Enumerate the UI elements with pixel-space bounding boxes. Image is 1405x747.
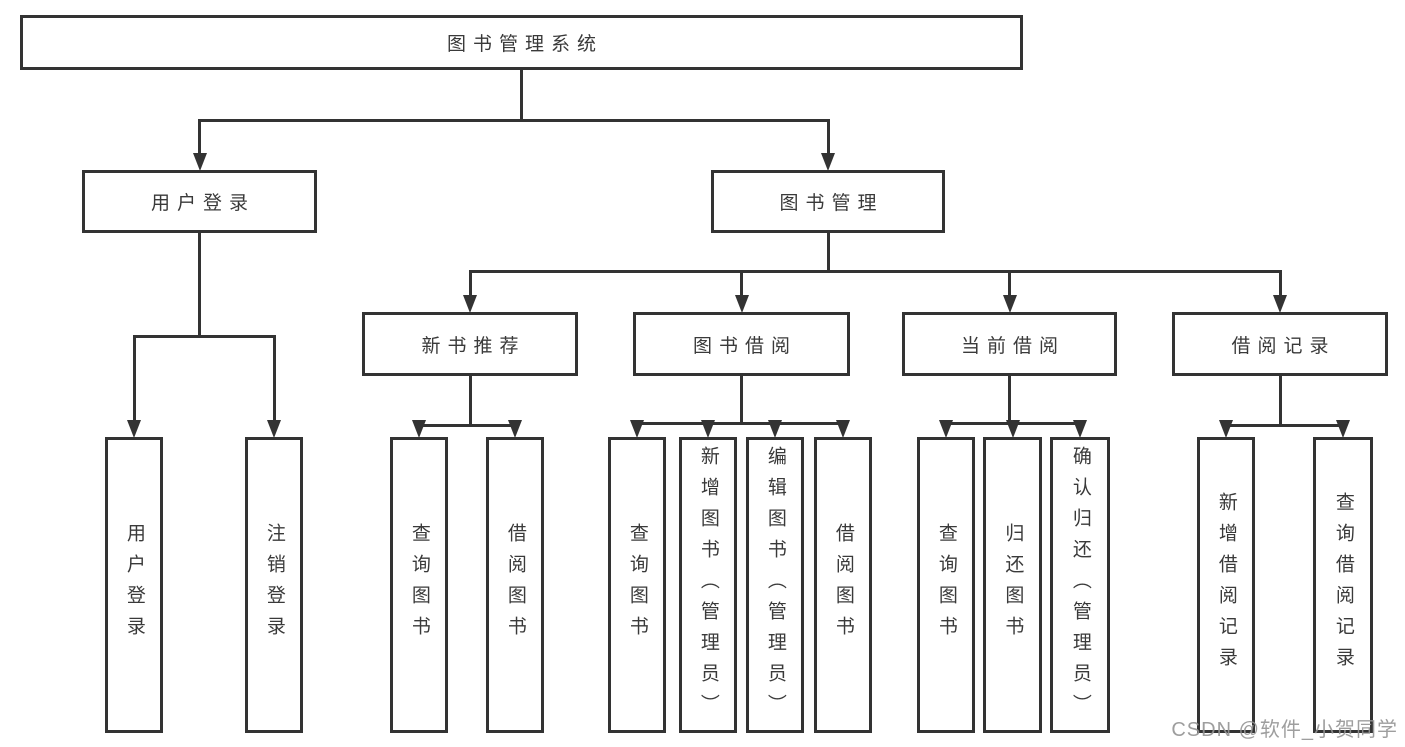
node-label-root: 图书管理系统 [446, 34, 603, 55]
node-label-new-book-rec: 新书推荐 [421, 335, 526, 357]
connector-stub-book-borrow [740, 375, 743, 425]
arrowhead-down-icon [630, 420, 644, 438]
diagram-node-cb-confirm: 确认归还（管理员） [1050, 437, 1110, 733]
node-label-cb-confirm: 确认归还（管理员） [1069, 445, 1091, 725]
node-label-cb-return: 归还图书 [1002, 523, 1024, 647]
node-label-book-mgmt: 图书管理 [779, 193, 884, 214]
node-label-br-add: 新增借阅记录 [1215, 492, 1237, 678]
diagram-node-br-add: 新增借阅记录 [1197, 437, 1255, 733]
arrowhead-down-icon [734, 295, 749, 313]
diagram-node-borrow-records: 借阅记录 [1172, 312, 1388, 376]
arrowhead-down-icon [1073, 420, 1087, 438]
arrowhead-down-icon [1219, 420, 1233, 438]
arrowhead-down-icon [836, 420, 850, 438]
connector-branch-book-mgmt [468, 270, 1282, 273]
node-label-book-borrow: 图书借阅 [692, 335, 797, 357]
connector-drop-new-book-rec [468, 270, 472, 298]
diagram-node-current-borrow: 当前借阅 [902, 312, 1117, 376]
node-label-bb-query: 查询图书 [626, 523, 648, 647]
node-label-br-query: 查询借阅记录 [1332, 492, 1354, 678]
connector-stub-root [520, 69, 523, 122]
diagram-node-user-login: 用户登录 [105, 437, 163, 733]
diagram-node-book-mgmt: 图书管理 [711, 170, 945, 233]
node-label-borrow-records: 借阅记录 [1231, 335, 1336, 357]
connector-stub-login-group [198, 232, 201, 338]
diagram-node-root: 图书管理系统 [20, 15, 1023, 70]
connector-drop-login-group [198, 119, 201, 156]
connector-stub-current-borrow [1008, 375, 1011, 425]
arrowhead-down-icon [412, 420, 426, 438]
connector-stub-borrow-records [1278, 375, 1282, 427]
arrowhead-down-icon [768, 420, 782, 438]
diagram-node-logout: 注销登录 [245, 437, 303, 733]
arrowhead-down-icon [127, 420, 141, 438]
connector-branch-login-group [132, 335, 276, 338]
node-label-bb-borrow: 借阅图书 [832, 523, 854, 647]
connector-drop-book-borrow [740, 270, 743, 298]
arrowhead-down-icon [1336, 420, 1350, 438]
connector-drop-book-mgmt [826, 119, 830, 156]
diagram-node-nb-query: 查询图书 [390, 437, 448, 733]
connector-branch-borrow-records [1224, 424, 1345, 427]
diagram-node-book-borrow: 图书借阅 [633, 312, 850, 376]
connector-branch-new-book-rec [417, 424, 517, 427]
arrowhead-down-icon [463, 295, 477, 313]
arrowhead-down-icon [701, 420, 715, 438]
connector-stub-book-mgmt [826, 232, 830, 273]
node-label-login-group: 用户登录 [150, 193, 255, 214]
connector-drop-borrow-records [1278, 270, 1282, 298]
node-label-cb-query: 查询图书 [935, 523, 957, 647]
arrowhead-down-icon [267, 420, 281, 438]
connector-drop-user-login [132, 335, 136, 423]
arrowhead-down-icon [508, 420, 522, 438]
diagram-node-cb-query: 查询图书 [917, 437, 975, 733]
node-label-nb-query: 查询图书 [408, 523, 430, 647]
arrowhead-down-icon [821, 153, 835, 171]
node-label-bb-add: 新增图书（管理员） [697, 445, 719, 725]
csdn-watermark: CSDN @软件_小贺同学 [1171, 719, 1398, 741]
node-label-current-borrow: 当前借阅 [960, 335, 1065, 357]
diagram-node-login-group: 用户登录 [82, 170, 317, 233]
diagram-node-bb-borrow: 借阅图书 [814, 437, 872, 733]
diagram-node-bb-query: 查询图书 [608, 437, 666, 733]
arrowhead-down-icon [1002, 295, 1017, 313]
connector-branch-book-borrow [635, 422, 845, 425]
arrowhead-down-icon [192, 153, 207, 171]
node-label-nb-borrow: 借阅图书 [504, 523, 526, 647]
arrowhead-down-icon [939, 420, 953, 438]
diagram-node-bb-edit: 编辑图书（管理员） [746, 437, 804, 733]
diagram-node-bb-add: 新增图书（管理员） [679, 437, 737, 733]
node-label-logout: 注销登录 [263, 523, 285, 647]
connector-branch-root [198, 119, 830, 122]
connector-drop-current-borrow [1008, 270, 1011, 298]
diagram-node-new-book-rec: 新书推荐 [362, 312, 578, 376]
diagram-node-cb-return: 归还图书 [983, 437, 1042, 733]
node-label-bb-edit: 编辑图书（管理员） [764, 445, 786, 725]
diagram-node-nb-borrow: 借阅图书 [486, 437, 544, 733]
diagram-node-br-query: 查询借阅记录 [1313, 437, 1373, 733]
connector-stub-new-book-rec [468, 375, 472, 427]
arrowhead-down-icon [1273, 295, 1287, 313]
arrowhead-down-icon [1005, 420, 1020, 438]
connector-drop-logout [272, 335, 276, 423]
node-label-user-login: 用户登录 [123, 523, 145, 647]
